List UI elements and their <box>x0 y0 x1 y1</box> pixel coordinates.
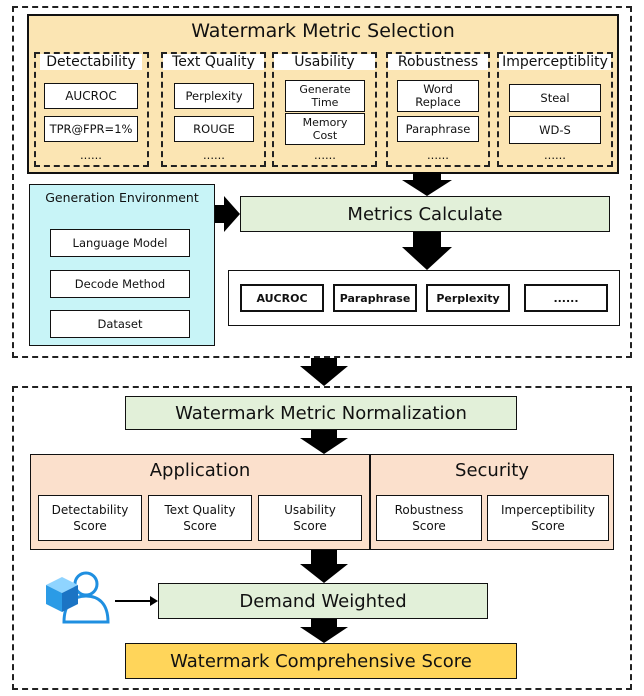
metric-item: Word Replace <box>397 80 479 112</box>
arrow-down <box>300 358 348 386</box>
column-header: Text Quality <box>163 54 264 70</box>
score-item: Robustness Score <box>376 495 482 541</box>
metric-item: Steal <box>509 84 601 112</box>
metric-item: Generate Time <box>285 80 365 112</box>
environment-item: Decode Method <box>50 270 190 298</box>
normalization-box: Watermark Metric Normalization <box>125 396 517 430</box>
arrow-down <box>300 550 348 583</box>
user-cube-icon <box>46 571 110 624</box>
score-item: Detectability Score <box>38 495 142 541</box>
arrow-down <box>300 430 348 454</box>
result-item: AUCROC <box>240 284 324 312</box>
result-item: Paraphrase <box>333 284 417 312</box>
more-ellipsis: ...... <box>203 147 225 162</box>
more-ellipsis: ...... <box>427 147 449 162</box>
column-header: Usability <box>274 54 375 70</box>
column-header: Imperceptiblity <box>499 54 611 70</box>
arrow-down <box>402 172 452 196</box>
demand-weighted-box: Demand Weighted <box>158 583 488 619</box>
more-ellipsis: ...... <box>544 147 566 162</box>
score-item: Usability Score <box>258 495 362 541</box>
column-header: Detectability <box>40 54 142 70</box>
generation-environment-title: Generation Environment <box>45 189 199 205</box>
metric-item: WD-S <box>509 116 601 144</box>
result-item: Perplexity <box>426 284 510 312</box>
final-score-box: Watermark Comprehensive Score <box>125 643 517 679</box>
security-title: Security <box>455 459 529 481</box>
arrow-right <box>215 196 240 232</box>
metric-item: Paraphrase <box>397 116 479 142</box>
result-item: ...... <box>524 284 608 312</box>
environment-item: Dataset <box>50 310 190 338</box>
arrow-down <box>402 232 452 270</box>
metric-item: AUCROC <box>44 83 138 109</box>
selection-section <box>12 6 632 358</box>
score-item: Text Quality Score <box>148 495 252 541</box>
more-ellipsis: ...... <box>80 147 102 162</box>
column-detectability <box>34 52 149 167</box>
metric-item: ROUGE <box>174 116 254 142</box>
column-header: Robustness <box>388 54 488 70</box>
metric-item: Memory Cost <box>285 113 365 145</box>
metric-item: Perplexity <box>174 83 254 109</box>
score-item: Imperceptibility Score <box>487 495 609 541</box>
metric-item: TPR@FPR=1% <box>44 116 138 142</box>
application-title: Application <box>149 459 251 481</box>
more-ellipsis: ...... <box>314 147 336 162</box>
arrow-down <box>300 619 348 643</box>
normalization-section <box>12 386 632 690</box>
metrics-calculate-box: Metrics Calculate <box>240 196 610 232</box>
selection-title: Watermark Metric Selection <box>191 20 455 42</box>
environment-item: Language Model <box>50 229 190 257</box>
arrow-head <box>150 596 158 606</box>
column-text-quality <box>161 52 266 167</box>
